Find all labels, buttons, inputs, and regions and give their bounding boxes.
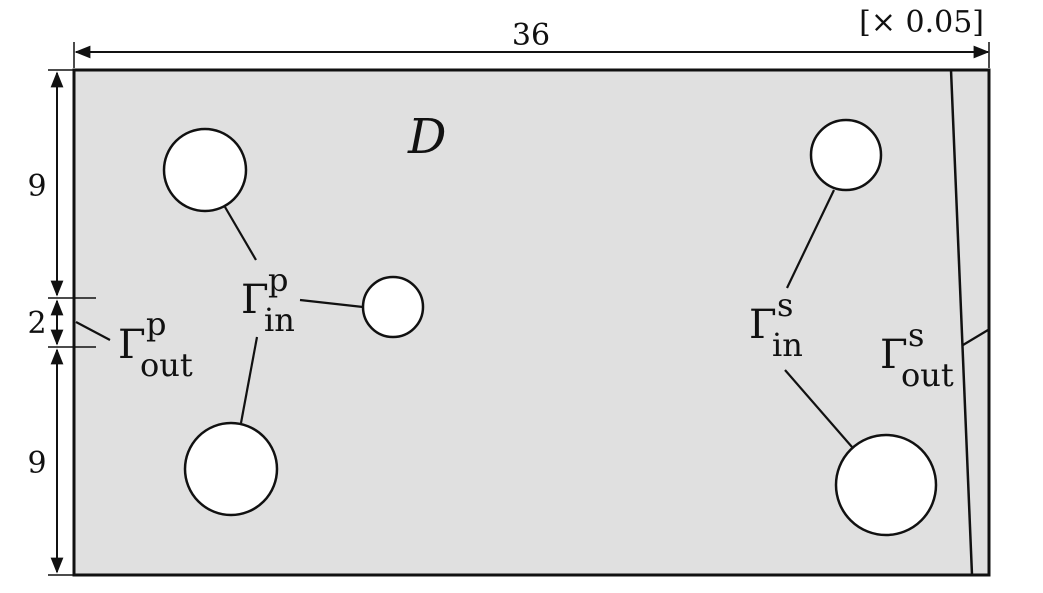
- hole-p-upper: [162, 127, 248, 213]
- gamma-subscript: in: [264, 301, 295, 339]
- gamma-superscript: s: [777, 286, 793, 324]
- leader-in-p-lower: [239, 336, 259, 424]
- label-gamma-out-s: Γ s out: [880, 316, 954, 394]
- top-height-label: 9: [27, 169, 46, 204]
- hole-p-lower: [183, 421, 279, 517]
- gamma-superscript: p: [268, 261, 288, 299]
- hole-s-upper: [809, 118, 883, 192]
- leader-in-p-middle: [299, 298, 364, 309]
- gamma-superscript: p: [146, 305, 166, 343]
- gamma-symbol: Γ: [241, 277, 269, 323]
- gamma-subscript: out: [140, 346, 193, 384]
- gamma-superscript: s: [908, 316, 924, 354]
- leader-in-s-lower: [784, 369, 853, 448]
- leader-in-s-upper: [786, 189, 835, 289]
- gamma-subscript: out: [901, 356, 954, 394]
- leader-in-p-upper: [224, 206, 257, 261]
- gamma-symbol: Γ: [749, 302, 777, 348]
- gamma-symbol: Γ: [880, 332, 908, 378]
- label-gamma-out-p: Γ p out: [118, 305, 193, 384]
- leader-out-s-right: [962, 329, 989, 346]
- label-gamma-in-s: Γ s in: [749, 286, 803, 364]
- width-dimension-label: 36: [512, 18, 550, 53]
- outlet-s-boundary: [949, 69, 974, 576]
- domain-label: D: [407, 109, 446, 165]
- hole-s-lower: [834, 433, 938, 537]
- leader-lines: [75, 189, 989, 448]
- scale-label: [× 0.05]: [859, 5, 984, 40]
- gamma-symbol: Γ: [118, 322, 146, 368]
- gap-label: 2: [27, 306, 46, 341]
- hole-p-middle: [361, 275, 425, 339]
- left-dimension-ticks: [48, 69, 96, 576]
- bottom-height-label: 9: [27, 446, 46, 481]
- label-gamma-in-p: Γ p in: [241, 261, 295, 339]
- leader-out-p: [75, 321, 111, 341]
- gamma-subscript: in: [772, 326, 803, 364]
